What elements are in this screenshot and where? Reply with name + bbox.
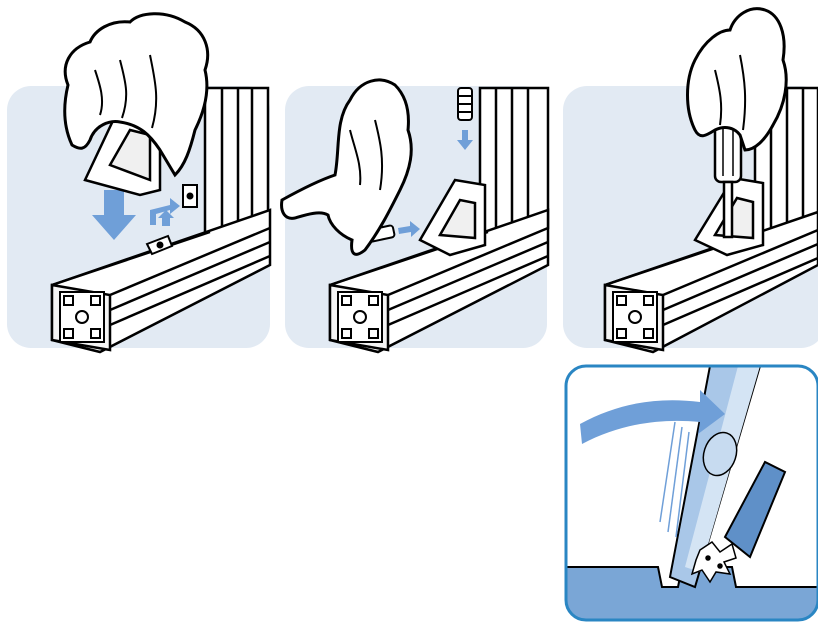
vertical-profile [480, 88, 548, 234]
detail-illustration [560, 362, 818, 624]
detail-panel [560, 362, 818, 624]
vertical-profile [205, 88, 268, 234]
step-2-illustration [280, 0, 555, 370]
profile-end-face [60, 292, 104, 342]
bolt-icon [458, 88, 472, 120]
step-1-illustration [0, 0, 280, 370]
step-3-panel [555, 0, 818, 370]
profile-end-face [613, 292, 657, 342]
step-2-panel [280, 0, 555, 370]
slot-nut-vertical-icon [183, 185, 197, 207]
profile-end-face [338, 292, 382, 342]
hand-icon [688, 9, 787, 150]
step-1-panel [0, 0, 280, 370]
step-3-illustration [555, 0, 818, 370]
